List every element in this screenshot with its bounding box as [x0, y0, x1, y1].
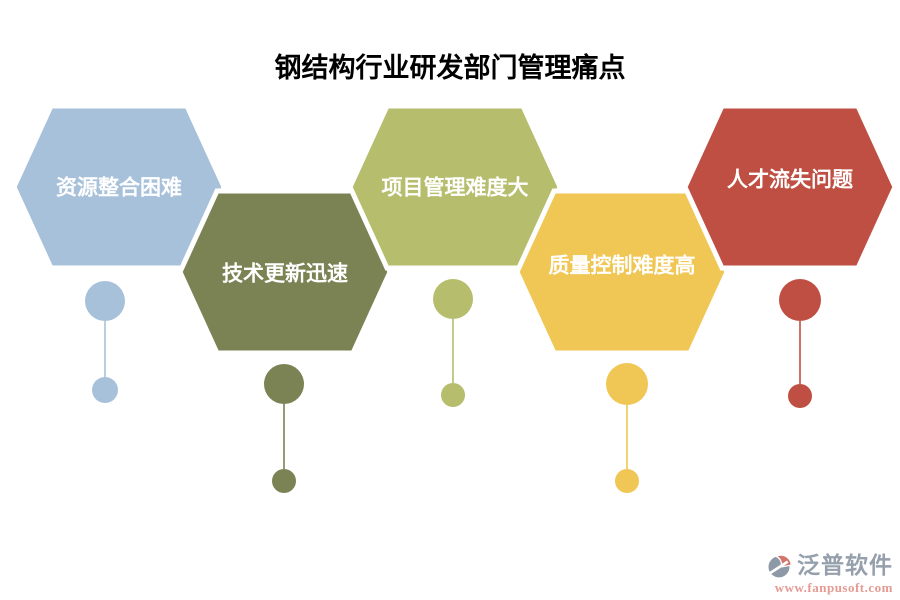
pain-point-group-5: 人才流失问题 [682, 103, 898, 408]
hexagon-label: 质量控制难度高 [549, 254, 696, 278]
pendant-large-dot [85, 281, 125, 321]
hexagon-project [347, 103, 563, 271]
pendant-large-dot [264, 364, 304, 404]
hexagon-label: 人才流失问题 [727, 168, 854, 192]
brand-name: 泛普软件 [797, 552, 893, 579]
hexagon-label: 资源整合困难 [56, 176, 182, 200]
pendant-small-dot [441, 383, 465, 407]
pendant-large-dot [606, 363, 648, 405]
hexagon-technology [177, 188, 393, 356]
brand-url: www.fanpusoft.com [774, 580, 893, 595]
watermark: 泛普软件 www.fanpusoft.com [764, 552, 893, 596]
hexagon-label: 项目管理难度大 [382, 176, 529, 200]
hexagon-resource [11, 103, 227, 271]
pain-point-group-3: 项目管理难度大 [347, 103, 563, 407]
pain-point-group-2: 技术更新迅速 [177, 188, 393, 493]
diagram-title: 钢结构行业研发部门管理痛点 [274, 53, 626, 83]
pendant-large-dot [433, 279, 473, 319]
pendant-small-dot [92, 377, 118, 403]
pain-point-group-4: 质量控制难度高 [514, 188, 730, 493]
pendant-large-dot [779, 279, 821, 321]
pendant-small-dot [788, 384, 812, 408]
pain-point-group-1: 资源整合困难 [11, 103, 227, 403]
pendant-small-dot [615, 469, 639, 493]
hexagon-talent [682, 103, 898, 271]
hexagon-label: 技术更新迅速 [222, 262, 348, 286]
fanpu-logo-icon [768, 554, 792, 578]
pendant-small-dot [272, 469, 296, 493]
hexagon-quality [514, 188, 730, 356]
